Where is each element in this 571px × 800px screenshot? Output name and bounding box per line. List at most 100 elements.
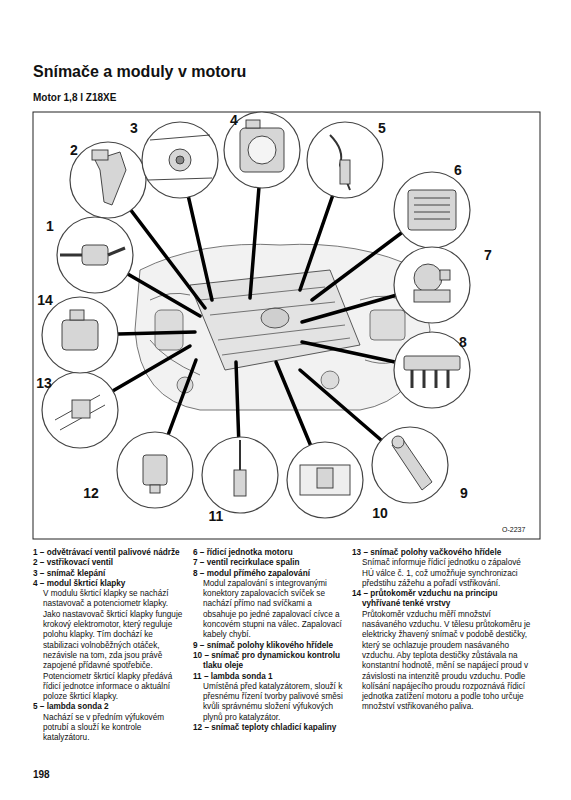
callout-number: 5: [378, 120, 386, 136]
coolant-sensor: [143, 455, 167, 493]
callout-number: 9: [460, 485, 468, 501]
legend-heading: 8 – modul přímého zapalování: [193, 569, 345, 579]
legend-text: Nachází se v předním výfukovém potrubí a…: [43, 713, 183, 744]
part-plug: [92, 150, 108, 160]
part-body: [234, 470, 246, 496]
callout-number: 10: [372, 505, 388, 521]
detail-circle: [224, 112, 300, 188]
lambda-probe-1: [234, 440, 246, 496]
legend-text: Průtokoměr vzduchu měří množství nasávan…: [362, 610, 532, 713]
part-body: [72, 400, 90, 418]
detail-circle: [394, 172, 470, 248]
legend-heading: 10 – snímač pro dynamickou kontrolu tlak…: [193, 651, 345, 672]
part-body: [340, 160, 350, 184]
engine-bay: [135, 244, 430, 410]
callout-number: 14: [37, 292, 53, 308]
legend-heading: 6 – řídicí jednotka motoru: [193, 548, 345, 558]
legend-text: Modul zapalování s integrovanými konekto…: [203, 579, 345, 641]
part-bore: [248, 136, 276, 164]
part-body: [62, 320, 98, 350]
lambda-probe-2: [330, 135, 350, 190]
reservoir: [321, 371, 339, 389]
injector: [92, 150, 126, 205]
page-number: 198: [33, 769, 50, 780]
knock-sensor: [148, 135, 212, 180]
figure-frame: [33, 112, 540, 539]
part-block: [300, 465, 350, 495]
part-ribs: [414, 198, 450, 219]
part-plug: [440, 270, 450, 280]
callout-number: 2: [70, 142, 78, 158]
part-plug: [246, 120, 260, 128]
purge-valve: [60, 245, 125, 265]
legend-text: Umístěná před katalyzátorem, slouží k př…: [203, 682, 345, 723]
legend-heading: 11 – lambda sonda 1: [193, 672, 345, 682]
part-cable: [330, 135, 350, 190]
crank-sensor: [392, 436, 432, 490]
part-body: [408, 190, 456, 230]
logo: [261, 308, 289, 328]
page-title: Snímače a moduly v motoru: [33, 63, 246, 81]
air-box: [155, 310, 183, 350]
engine-subtitle: Motor 1,8 l Z18XE: [33, 92, 116, 103]
part-body: [82, 245, 108, 265]
cover-ribs: [200, 287, 350, 355]
part-sketches: [55, 120, 460, 496]
callout-number: 12: [83, 485, 99, 501]
legend-column: 13 – snímač polohy vačkového hřídeleSním…: [352, 548, 532, 713]
detail-circle: [394, 332, 470, 408]
detail-circle: [202, 437, 278, 513]
cam-sensor: [55, 395, 105, 430]
part-block: [148, 135, 212, 180]
part-tip: [150, 485, 160, 493]
part-body: [143, 455, 167, 485]
part-tubes: [412, 370, 448, 388]
part-block: [55, 395, 105, 430]
callout-number: 13: [36, 375, 52, 391]
part-base: [414, 290, 450, 302]
part-body: [414, 264, 442, 292]
part-plug: [392, 436, 404, 448]
detail-circle: [307, 122, 383, 198]
legend-heading: 9 – snímač polohy klikového hřídele: [193, 641, 345, 651]
callout-number: 4: [230, 112, 238, 128]
part-body: [404, 356, 460, 370]
detail-circle: [142, 122, 218, 198]
air-mass-meter: [62, 310, 98, 350]
ignition-module: [404, 356, 460, 388]
throttle-body: [240, 120, 284, 172]
callout-number: 1: [46, 218, 54, 234]
detail-circle: [70, 142, 146, 218]
legend-heading: 13 – snímač polohy vačkového hřídele: [352, 548, 532, 558]
legend-heading: 2 – vstřikovací ventil: [33, 558, 183, 568]
legend-heading: 1 – odvětrávací ventil palivové nádrže: [33, 548, 183, 558]
part-body: [169, 149, 191, 171]
legend-heading: 3 – snímač klepání: [33, 569, 183, 579]
detail-circle: [42, 372, 118, 448]
legend-heading: 4 – modul škrticí klapky: [33, 579, 183, 589]
part-bolt: [176, 156, 184, 164]
legend-column: 6 – řídicí jednotka motoru7 – ventil rec…: [193, 548, 345, 733]
legend-heading: 7 – ventil recirkulace spalin: [193, 558, 345, 568]
legend-heading: 5 – lambda sonda 2: [33, 702, 183, 712]
detail-circle: [372, 427, 448, 503]
detail-circle: [42, 297, 118, 373]
detail-circle: [117, 432, 193, 508]
detail-circle: [394, 247, 470, 323]
hoses: [150, 293, 410, 375]
callout-number: 8: [459, 334, 467, 350]
callout-number: 7: [484, 247, 492, 263]
legend-text: V modulu škrticí klapky se nachází nasta…: [43, 589, 183, 702]
bay-outline: [135, 244, 430, 410]
callout-number: 6: [454, 162, 462, 178]
egr-valve: [414, 264, 450, 302]
callout-number: 11: [209, 508, 224, 524]
figure-code: O-2237: [502, 526, 525, 533]
legend-text: Snímač informuje řídicí jednotku o zápal…: [362, 558, 532, 589]
part-plug: [70, 310, 84, 320]
part-hose: [60, 248, 125, 255]
part-body: [317, 468, 333, 488]
part-cable: [239, 440, 241, 470]
legend-column: 1 – odvětrávací ventil palivové nádrže2 …: [33, 548, 183, 744]
